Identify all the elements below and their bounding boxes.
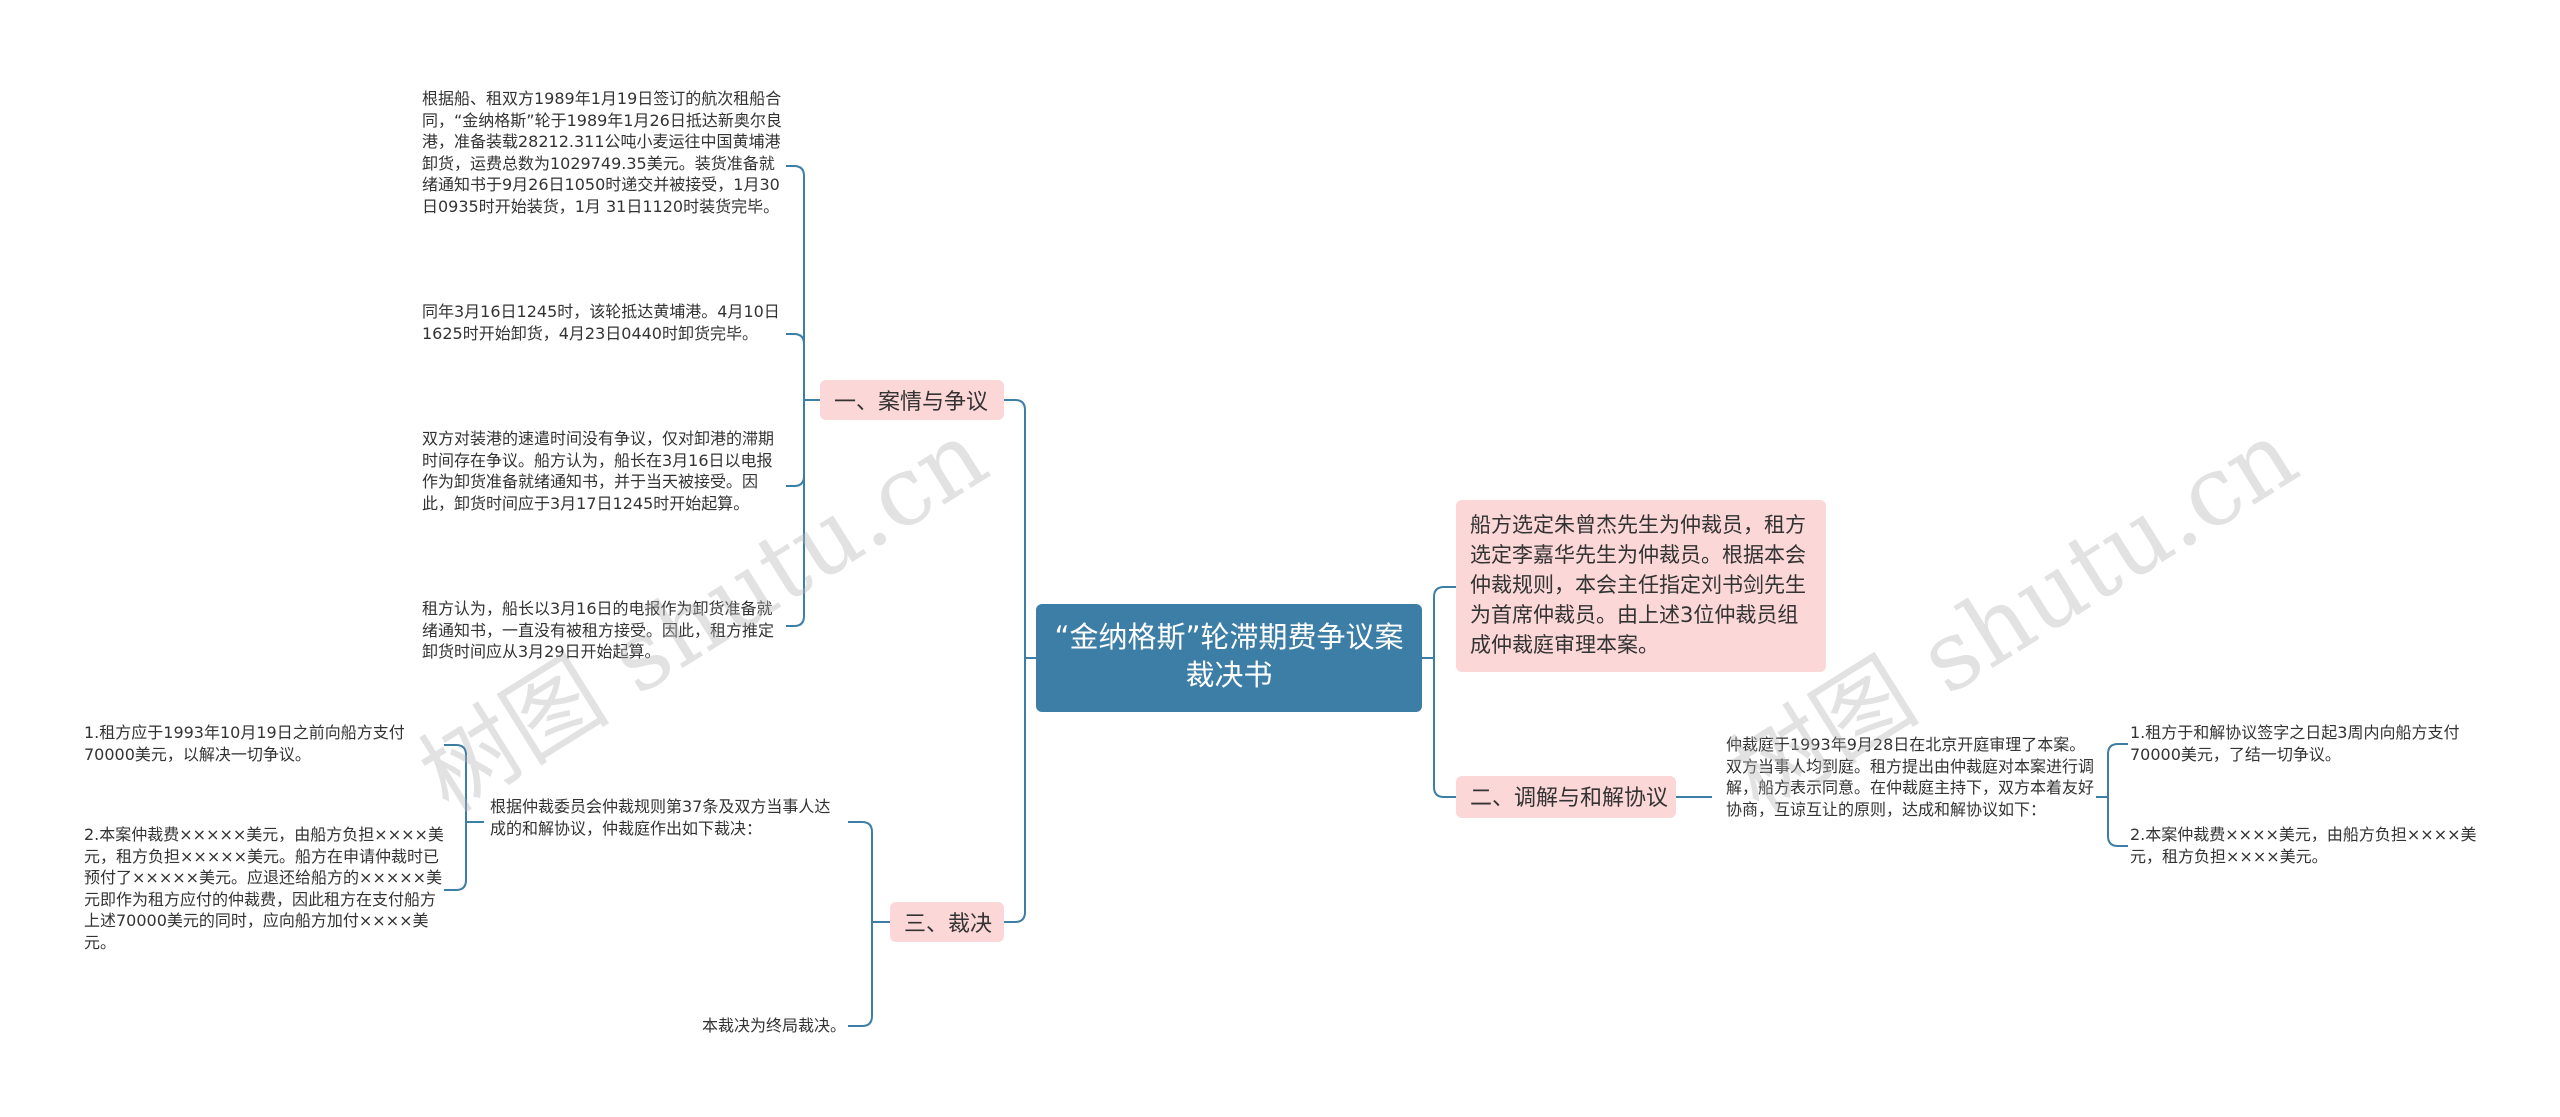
facts-leaf-2: 同年3月16日1245时，该轮抵达黄埔港。4月10日1625时开始卸货，4月23… (422, 302, 780, 343)
verdict-leaf-1: 1.租方应于1993年10月19日之前向船方支付70000美元，以解决一切争议。 (84, 723, 405, 764)
mediation-leaf-2: 2.本案仲裁费××××美元，由船方负担××××美元，租方负担××××美元。 (2130, 825, 2477, 866)
verdict-leaf-2: 2.本案仲裁费×××××美元，由船方负担××××美元，租方负担×××××美元。船… (84, 825, 444, 952)
verdict-final: 本裁决为终局裁决。 (701, 1016, 846, 1035)
facts-leaf-1: 根据船、租双方1989年1月19日签订的航次租船合同，“金纳格斯”轮于1989年… (422, 89, 782, 216)
arbitrators-text: 船方选定朱曾杰先生为仲裁员，租方选定李嘉华先生为仲裁员。根据本会仲裁规则，本会主… (1470, 513, 1806, 657)
branch-facts[interactable]: 一、案情与争议 (820, 380, 1004, 420)
arbitrators-node[interactable]: 船方选定朱曾杰先生为仲裁员，租方选定李嘉华先生为仲裁员。根据本会仲裁规则，本会主… (1456, 500, 1826, 672)
mediation-sub: 仲裁庭于1993年9月28日在北京开庭审理了本案。双方当事人均到庭。租方提出由仲… (1726, 735, 2095, 819)
branch-verdict-label: 三、裁决 (904, 912, 993, 937)
branch-facts-label: 一、案情与争议 (834, 390, 989, 415)
branch-verdict[interactable]: 三、裁决 (890, 902, 1004, 942)
root-topic[interactable]: “金纳格斯”轮滞期费争议案裁决书 (1036, 604, 1422, 712)
root-title: “金纳格斯”轮滞期费争议案裁决书 (1054, 620, 1404, 692)
facts-leaf-3: 双方对装港的速遣时间没有争议，仅对卸港的滞期时间存在争议。船方认为，船长在3月1… (422, 429, 775, 513)
mediation-leaf-1: 1.租方于和解协议签字之日起3周内向船方支付70000美元，了结一切争议。 (2130, 723, 2460, 764)
verdict-sub: 根据仲裁委员会仲裁规则第37条及双方当事人达成的和解协议，仲裁庭作出如下裁决： (490, 797, 831, 838)
branch-mediation[interactable]: 二、调解与和解协议 (1456, 776, 1676, 818)
branch-mediation-label: 二、调解与和解协议 (1470, 786, 1669, 811)
facts-leaf-4: 租方认为，船长以3月16日的电报作为卸货准备就绪通知书，一直没有被租方接受。因此… (422, 599, 775, 661)
